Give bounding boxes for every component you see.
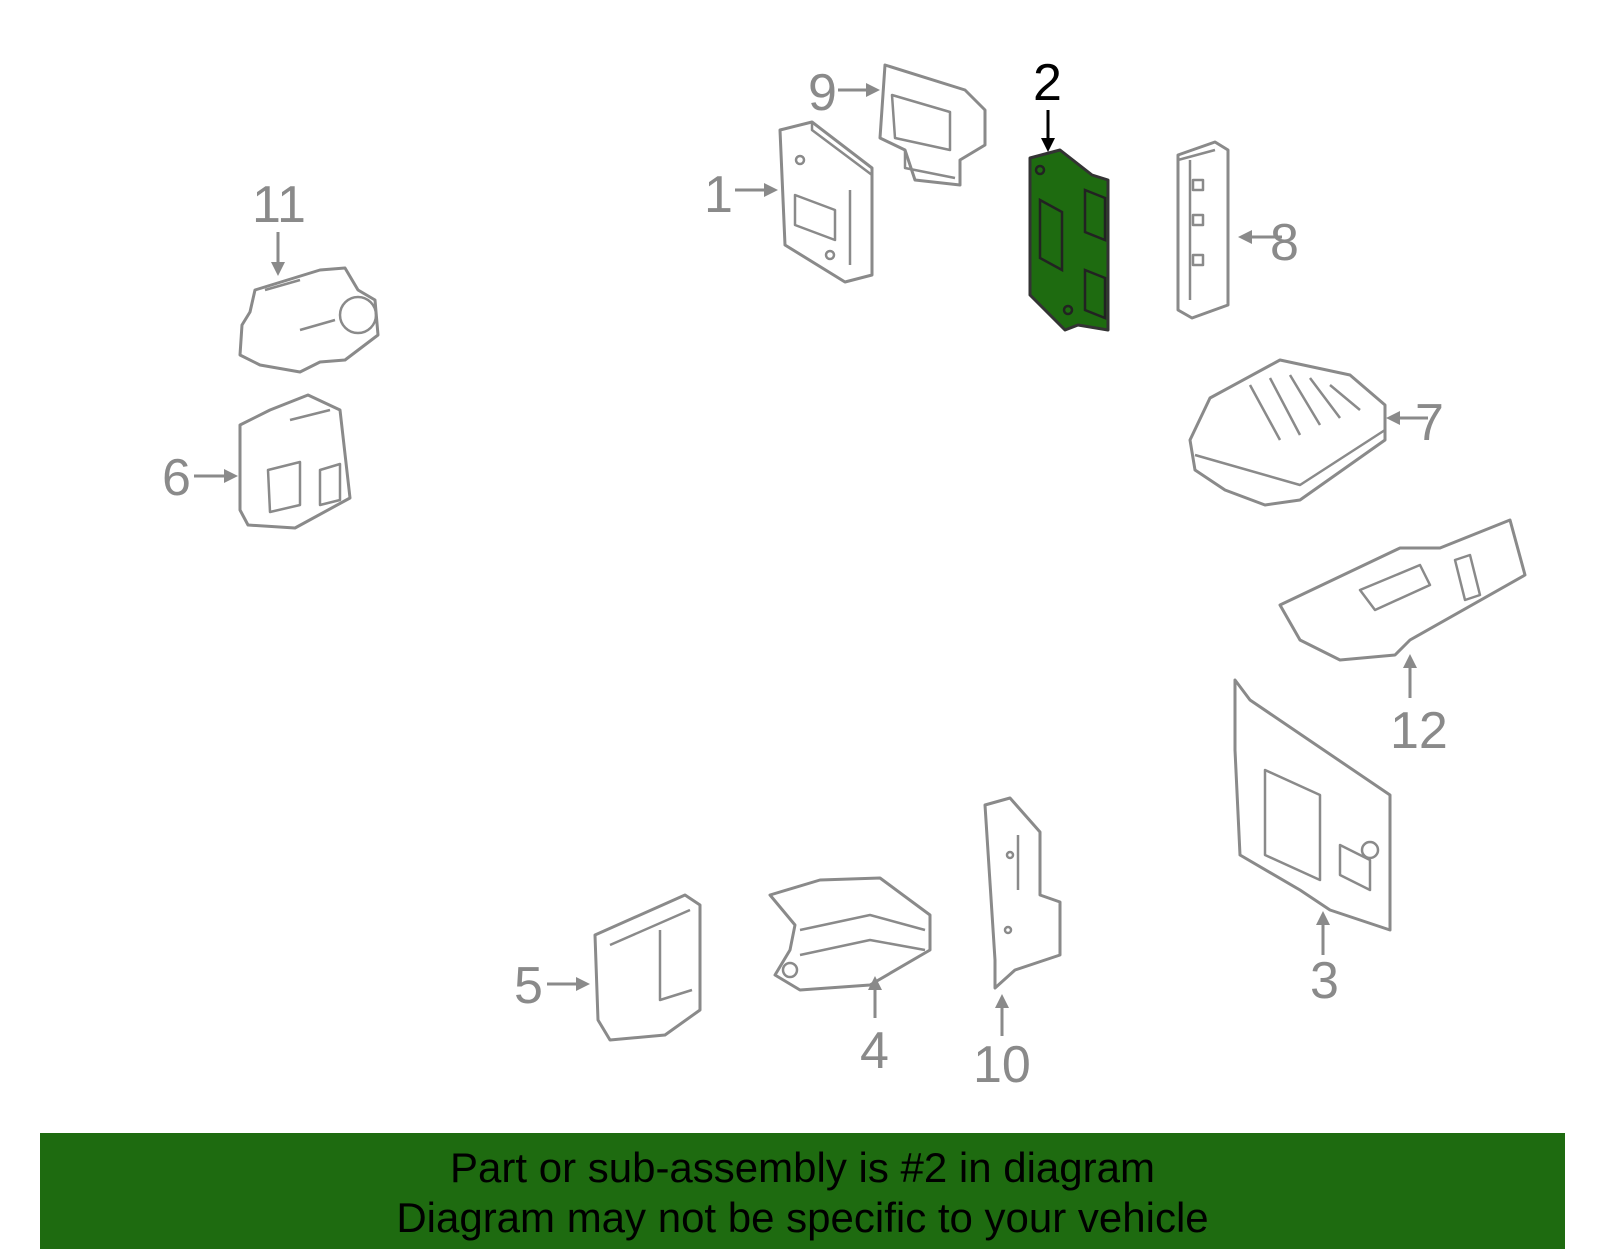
part-10[interactable] (983, 796, 1062, 990)
callout-number-1: 1 (704, 166, 733, 224)
part-7[interactable] (1188, 358, 1387, 507)
callout-number-7: 7 (1415, 394, 1444, 452)
info-banner: Part or sub-assembly is #2 in diagram Di… (40, 1133, 1565, 1249)
banner-line-2: Diagram may not be specific to your vehi… (396, 1194, 1209, 1241)
callout-number-2: 2 (1033, 54, 1062, 112)
callout-number-12: 12 (1390, 702, 1448, 760)
part-9[interactable] (878, 63, 987, 187)
callout-12: 12 (1390, 654, 1448, 760)
callout-number-9: 9 (808, 64, 837, 122)
part-12[interactable] (1278, 518, 1527, 662)
callout-2: 2 (1033, 54, 1062, 152)
callout-7: 7 (1386, 394, 1444, 452)
banner-line-1: Part or sub-assembly is #2 in diagram (450, 1144, 1155, 1191)
callout-4: 4 (860, 976, 889, 1080)
callout-number-10: 10 (973, 1036, 1031, 1094)
part-6[interactable] (238, 393, 352, 530)
part-1[interactable] (778, 120, 874, 284)
callout-number-4: 4 (860, 1022, 889, 1080)
callout-11: 11 (252, 176, 306, 276)
callout-number-5: 5 (514, 957, 543, 1015)
callout-number-6: 6 (162, 449, 191, 507)
part-8[interactable] (1176, 140, 1230, 320)
callout-3: 3 (1310, 911, 1339, 1010)
callout-9: 9 (808, 64, 880, 122)
callout-1: 1 (704, 166, 778, 224)
callout-number-8: 8 (1270, 214, 1299, 272)
callout-6: 6 (162, 449, 238, 507)
part-3[interactable] (1233, 678, 1392, 932)
part-4[interactable] (768, 876, 932, 992)
part-5[interactable] (593, 893, 702, 1042)
callout-10: 10 (973, 994, 1031, 1094)
part-11[interactable] (238, 266, 380, 374)
callout-5: 5 (514, 957, 590, 1015)
callout-number-11: 11 (252, 176, 306, 234)
callout-8: 8 (1238, 214, 1299, 272)
callout-number-3: 3 (1310, 952, 1339, 1010)
part-2-highlighted[interactable] (1028, 148, 1110, 332)
